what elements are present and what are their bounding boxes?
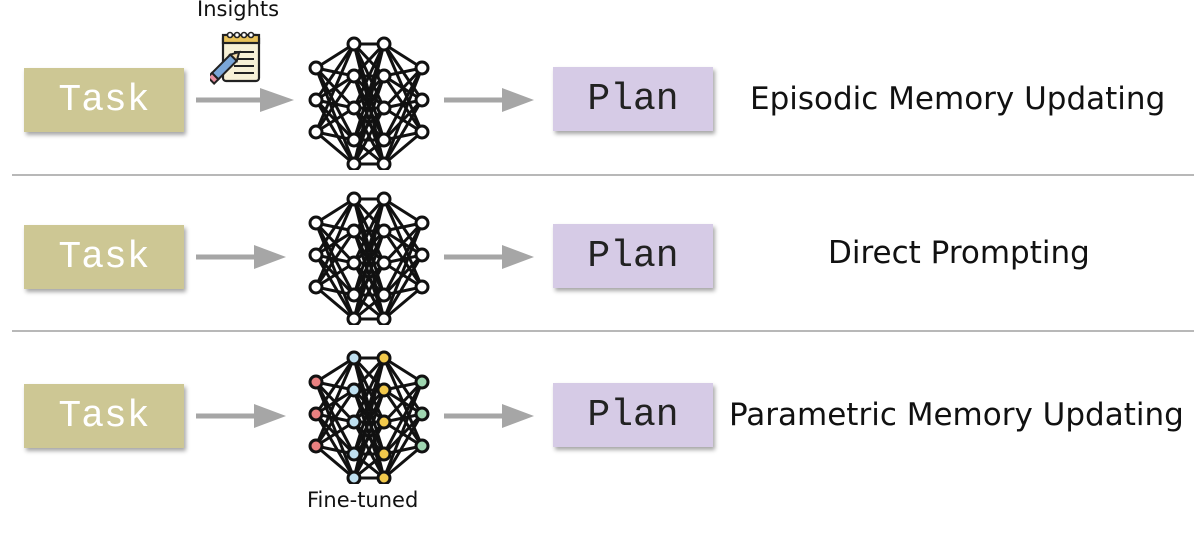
arrow-right-icon: [196, 88, 294, 112]
arrow-right-icon: [444, 88, 534, 112]
neural-network-icon: [308, 350, 430, 484]
plan-box: Plan: [553, 224, 713, 288]
task-box: Task: [24, 68, 184, 132]
plan-label: Plan: [587, 393, 679, 437]
task-label: Task: [58, 78, 150, 122]
task-label: Task: [58, 235, 150, 279]
notepad-pencil-icon: [210, 31, 261, 85]
row-description: Episodic Memory Updating: [750, 81, 1166, 117]
neural-network-icon: [308, 36, 430, 170]
plan-box: Plan: [553, 67, 713, 131]
divider: [12, 174, 1194, 176]
arrow-right-icon: [444, 404, 534, 428]
divider: [12, 330, 1194, 332]
row-direct: Task Plan Direct Prompting: [0, 177, 1204, 337]
plan-label: Plan: [587, 234, 679, 278]
plan-box: Plan: [553, 383, 713, 447]
fine-tuned-label: Fine-tuned: [307, 488, 419, 512]
row-episodic: Task Plan Episodic Memory Updating: [0, 20, 1204, 180]
plan-label: Plan: [587, 77, 679, 121]
insights-label: Insights: [197, 0, 280, 21]
row-description: Parametric Memory Updating: [729, 397, 1184, 433]
arrow-right-icon: [196, 404, 286, 428]
arrow-right-icon: [444, 245, 534, 269]
task-label: Task: [58, 394, 150, 438]
row-parametric: Task Plan Parametric Memory Updating: [0, 336, 1204, 496]
row-description: Direct Prompting: [828, 235, 1090, 271]
task-box: Task: [24, 384, 184, 448]
task-box: Task: [24, 225, 184, 289]
arrow-right-icon: [196, 245, 286, 269]
neural-network-icon: [308, 191, 430, 325]
